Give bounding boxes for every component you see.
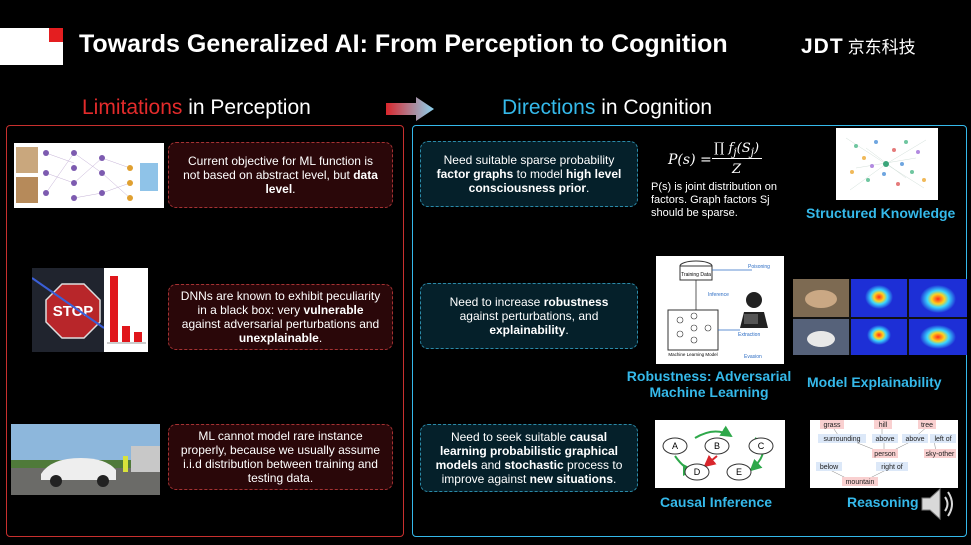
direction-card-causal: Need to seek suitable causal learning pr… [420, 424, 638, 492]
svg-text:hill: hill [879, 422, 888, 429]
speaker-icon[interactable] [918, 484, 958, 524]
limitations-panel [6, 125, 404, 537]
limitations-heading: Limitations in Perception [82, 96, 311, 119]
svg-text:B: B [714, 441, 720, 451]
adversarial-ml-diagram: Training Data Poisoning Inference Extrac… [656, 256, 784, 364]
stop-sign-text: STOP [53, 303, 94, 320]
adversarial-bar-chart-image [104, 268, 148, 352]
reasoning-caption: Reasoning [847, 494, 919, 510]
svg-text:surrounding: surrounding [824, 436, 861, 443]
svg-text:Training Data: Training Data [681, 272, 711, 278]
svg-text:mountain: mountain [846, 479, 875, 486]
robustness-caption: Robustness: Adversarial Machine Learning [626, 368, 792, 400]
direction-card-robustness: Need to increase robustness against pert… [420, 283, 638, 349]
svg-text:Evasion: Evasion [744, 354, 762, 360]
right-arrow-icon [386, 97, 434, 121]
svg-text:right of: right of [881, 464, 902, 471]
car-crash-image [11, 424, 160, 495]
svg-text:tree: tree [921, 422, 933, 429]
svg-text:below: below [820, 464, 839, 471]
structured-knowledge-caption: Structured Knowledge [806, 205, 956, 221]
limitation-card-rare-instance: ML cannot model rare instance properly, … [168, 424, 393, 490]
stop-sign-image: STOP [32, 268, 104, 352]
slide-logo-mark [0, 28, 63, 65]
direction-card-factor-graphs: Need suitable sparse probability factor … [420, 141, 638, 207]
causal-inference-caption: Causal Inference [660, 494, 773, 510]
svg-text:Poisoning: Poisoning [748, 264, 770, 270]
svg-text:E: E [736, 467, 742, 477]
svg-text:D: D [694, 467, 701, 477]
formula-note: P(s) is joint distribution on factors. G… [651, 181, 777, 219]
knowledge-graph-image [836, 128, 938, 200]
svg-text:above: above [875, 436, 894, 443]
directions-heading: Directions in Cognition [502, 96, 713, 119]
brand-logo: JDT 京东科技 [801, 33, 916, 59]
brand-en: JDT [801, 35, 844, 58]
causal-graph-image: A B C D E [655, 420, 785, 488]
svg-text:person: person [874, 451, 896, 458]
svg-text:A: A [672, 441, 678, 451]
svg-text:sky-other: sky-other [926, 451, 955, 458]
svg-text:above: above [905, 436, 924, 443]
svg-text:Inference: Inference [708, 292, 729, 298]
brand-cn: 京东科技 [847, 38, 916, 57]
saliency-map-image [793, 279, 967, 355]
svg-text:left of: left of [934, 436, 951, 443]
model-explainability-caption: Model Explainability [807, 374, 942, 390]
svg-text:Extraction: Extraction [738, 332, 760, 338]
svg-text:grass: grass [823, 422, 841, 429]
svg-text:Machine Learning Model: Machine Learning Model [668, 352, 717, 357]
scene-graph-image: grass hill tree surrounding above above … [810, 420, 958, 488]
logo-notch [49, 28, 63, 42]
limitation-card-black-box: DNNs are known to exhibit peculiarity in… [168, 284, 393, 350]
neural-network-image [14, 143, 164, 208]
slide-title: Towards Generalized AI: From Perception … [79, 30, 728, 58]
svg-text:C: C [758, 441, 765, 451]
limitation-card-data-level: Current objective for ML function is not… [168, 142, 393, 208]
